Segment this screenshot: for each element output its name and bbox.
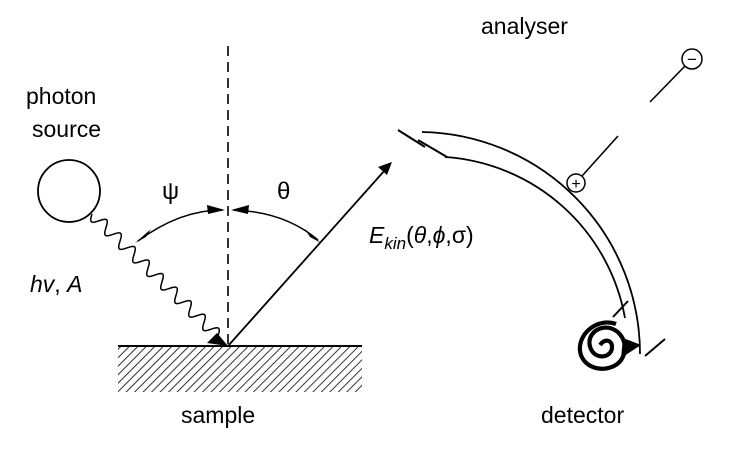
photon-arrowhead	[207, 333, 228, 346]
hv-symbol: hv	[30, 271, 56, 297]
ekin-subscript: kin	[384, 234, 406, 253]
theta-angle-arc	[233, 209, 319, 241]
ekin-close-paren: )	[466, 222, 474, 248]
exit-slit-left	[612, 300, 629, 318]
positive-electrode-lead	[581, 135, 619, 177]
positive-sign-glyph: +	[571, 176, 580, 193]
psi-arc-arrow-right	[207, 205, 225, 214]
vector-potential-A: A	[65, 271, 82, 297]
entrance-slit-upper	[397, 129, 426, 148]
positive-terminal-circle	[566, 173, 586, 193]
ekin-comma-1: ,	[426, 222, 432, 248]
ekin-open-paren: (	[406, 222, 414, 248]
theta-arc-arrow-right	[305, 229, 321, 243]
entrance-slit-lower	[417, 139, 448, 158]
analyser-outer-hemisphere	[421, 131, 641, 355]
ekin-comma-2: ,	[445, 222, 451, 248]
photon-source-label-line2: source	[32, 116, 101, 142]
ekin-phi: ϕ	[433, 222, 446, 248]
psi-angle-label: ψ	[162, 178, 179, 205]
ekin-theta: θ	[414, 222, 427, 248]
negative-terminal-circle	[681, 48, 703, 70]
ekin-E: E	[369, 222, 385, 248]
negative-sign-glyph: −	[687, 50, 697, 69]
psi-arc-arrow-left	[135, 229, 151, 243]
analyser-label: analyser	[481, 13, 568, 39]
psi-angle-arc	[137, 209, 223, 242]
detector-label: detector	[541, 402, 624, 428]
photon-source-circle	[37, 159, 101, 223]
photon-source-label-line1: photon	[26, 83, 96, 109]
photon-energy-label: hv, A	[30, 271, 82, 297]
analyser-inner-hemisphere	[444, 156, 626, 319]
photon-wavy-line	[89, 213, 221, 337]
theta-arc-arrow-left	[231, 205, 249, 214]
sample-hatched-block	[118, 346, 362, 392]
sample-label: sample	[181, 402, 255, 428]
theta-angle-label: θ	[277, 178, 290, 205]
electron-path-line	[227, 169, 386, 347]
kinetic-energy-label: Ekin(θ,ϕ,σ)	[369, 222, 474, 253]
exit-slit-right	[644, 338, 666, 357]
hv-separator: ,	[54, 271, 67, 297]
electron-arrowhead	[378, 162, 392, 175]
detector-spiral-icon	[577, 320, 627, 371]
detector-arrowhead	[621, 338, 641, 358]
ekin-sigma: σ	[452, 222, 466, 248]
negative-electrode-lead	[649, 65, 686, 103]
